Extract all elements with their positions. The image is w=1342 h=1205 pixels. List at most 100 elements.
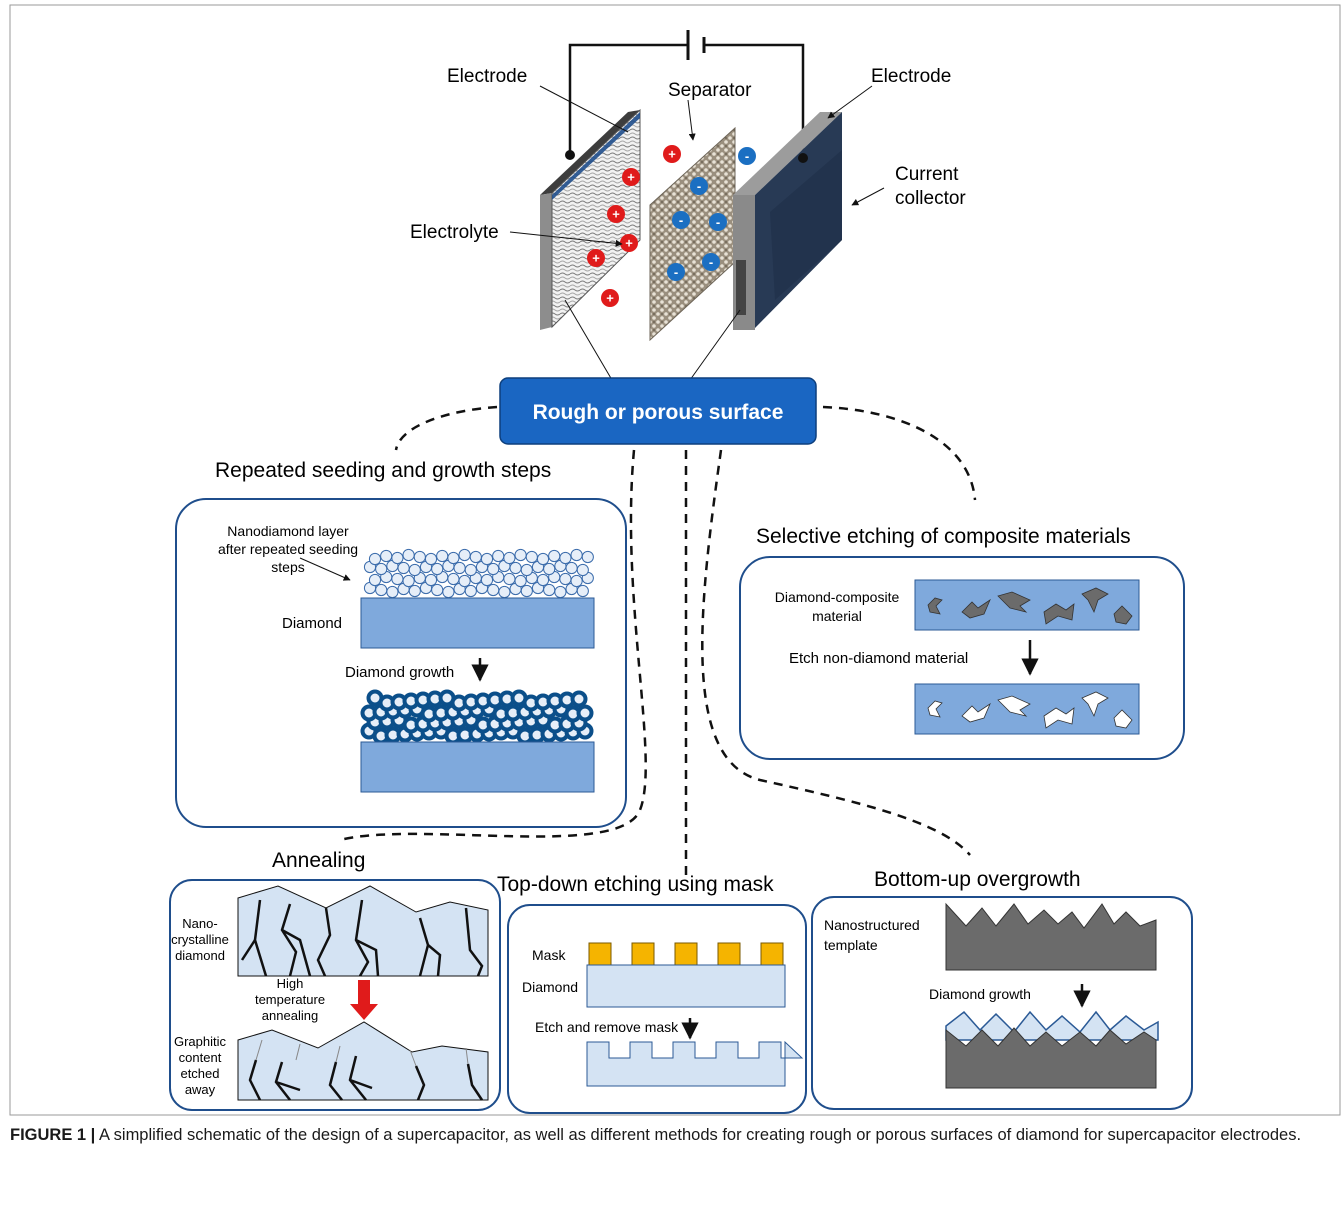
label-electrode-left: Electrode — [447, 66, 527, 87]
mask-block — [760, 942, 784, 966]
bottomup-template-label-2: template — [824, 937, 878, 953]
seeding-nanodiamond-label-2: after repeated seeding — [218, 541, 358, 557]
etched-diamond-layer — [586, 1040, 804, 1087]
bottomup-title: Bottom-up overgrowth — [874, 868, 1081, 891]
nanodiamond-seed — [543, 583, 556, 597]
nanodiamond-seed — [380, 549, 393, 563]
rough-surface-box: Rough or porous surface — [499, 377, 817, 445]
supercapacitor-figure: ++++++------ Electrode Separator Electro… — [9, 4, 1341, 1116]
nanodiamond-seed — [503, 551, 516, 565]
nanodiamond-seed — [514, 548, 527, 562]
nanodiamond-seed — [487, 562, 500, 576]
nanodiamond-seed — [464, 584, 477, 598]
nanodiamond-seed — [408, 563, 421, 577]
seeding-diamond-label: Diamond — [282, 615, 342, 632]
annealing-graphitic-label-3: etched — [180, 1066, 219, 1081]
annealing-graphitic-label-4: away — [185, 1082, 216, 1097]
label-current-collector-1: Current — [895, 164, 959, 185]
mask-block — [674, 942, 698, 966]
positive-ion-icon: + — [620, 234, 638, 252]
svg-text:+: + — [606, 291, 614, 306]
nanodiamond-seed — [525, 550, 538, 564]
nanodiamond-seed — [424, 573, 438, 587]
annealing-nano-label-1: Nano- — [182, 916, 217, 931]
nanodiamond-seed — [375, 583, 388, 597]
nanodiamond-seed — [576, 584, 589, 598]
nanodiamond-seed — [424, 552, 438, 566]
negative-ion-icon: - — [702, 253, 720, 271]
nanodiamond-seed — [498, 585, 511, 599]
nanodiamond-seed — [469, 550, 482, 564]
svg-text:-: - — [679, 213, 683, 228]
left-electrode — [540, 108, 641, 330]
figure-caption: FIGURE 1 | A simplified schematic of the… — [10, 1124, 1328, 1147]
nanodiamond-seed — [548, 549, 561, 563]
nanodiamond-seed — [565, 561, 578, 575]
nanodiamond-seed — [391, 572, 404, 586]
seeding-diamond-layer-grown — [360, 741, 595, 793]
svg-text:-: - — [716, 215, 720, 230]
annealing-nano-label-2: crystalline — [171, 932, 229, 947]
etching-title: Selective etching of composite materials — [756, 525, 1131, 548]
nanodiamond-seed — [368, 573, 382, 587]
seeding-title: Repeated seeding and growth steps — [215, 459, 551, 482]
nanodiamond-seed — [509, 561, 522, 575]
label-current-collector-2: collector — [895, 188, 966, 209]
nanodiamond-seed — [559, 551, 572, 565]
svg-text:+: + — [625, 236, 633, 251]
topdown-mask-label: Mask — [532, 947, 566, 963]
bottomup-growth-label: Diamond growth — [929, 986, 1031, 1002]
negative-ion-icon: - — [667, 263, 685, 281]
circuit-wire-left — [568, 43, 688, 155]
nanodiamond-seed — [368, 552, 382, 566]
nanodiamond-seed — [570, 574, 583, 588]
nanodiamond-seed — [447, 551, 460, 565]
topdown-diamond-label: Diamond — [522, 979, 578, 995]
grown-diamond-ring — [576, 704, 594, 722]
positive-ion-icon: + — [622, 168, 640, 186]
positive-ion-icon: + — [607, 205, 625, 223]
right-electrode — [733, 112, 842, 330]
nanodiamond-seed — [397, 561, 410, 575]
nanodiamond-seed — [436, 549, 449, 563]
etched-material-block — [914, 683, 1140, 735]
nanodiamond-seed — [576, 563, 589, 577]
seeding-nanodiamond-label-3: steps — [271, 559, 304, 575]
annealing-graphitic-label-2: content — [179, 1050, 222, 1065]
nanodiamond-seed — [402, 574, 415, 588]
composite-material-block — [914, 579, 1140, 631]
nanostructured-template — [945, 902, 1157, 971]
nanodiamond-seed — [492, 549, 505, 563]
nanodiamond-seed — [431, 583, 444, 597]
non-diamond-inclusions — [927, 587, 1133, 625]
nanodiamond-seed — [408, 584, 421, 598]
nanodiamond-seed — [559, 572, 572, 586]
label-electrolyte: Electrolyte — [410, 222, 499, 243]
topdown-title: Top-down etching using mask — [497, 873, 774, 896]
svg-text:+: + — [612, 207, 620, 222]
panel-selective-etching: Selective etching of composite materials… — [739, 525, 1185, 760]
topdown-diamond-layer — [586, 964, 786, 1008]
nanodiamond-seed — [570, 548, 583, 562]
svg-text:+: + — [627, 170, 635, 185]
bottomup-template-label-1: Nanostructured — [824, 917, 920, 933]
circuit-wire-right — [704, 43, 805, 158]
nanocrystalline-annealed — [237, 1021, 489, 1101]
negative-ion-icon: - — [709, 213, 727, 231]
svg-text:-: - — [745, 149, 749, 164]
nanodiamond-seed — [413, 550, 426, 564]
nanodiamond-seed — [442, 585, 455, 599]
svg-text:-: - — [674, 265, 678, 280]
negative-ion-icon: - — [690, 177, 708, 195]
grown-diamond-ring — [570, 690, 588, 708]
topdown-step-label: Etch and remove mask — [535, 1019, 679, 1035]
dashed-connectors — [339, 405, 977, 880]
nanodiamond-seed — [431, 562, 444, 576]
nanodiamond-seed — [487, 583, 500, 597]
mask-blocks — [588, 942, 784, 966]
positive-ion-icon: + — [663, 145, 681, 163]
nanodiamond-seed — [520, 563, 533, 577]
nanodiamond-seed — [464, 563, 477, 577]
grown-diamond-rings — [360, 689, 594, 745]
nanodiamond-seed — [514, 574, 527, 588]
